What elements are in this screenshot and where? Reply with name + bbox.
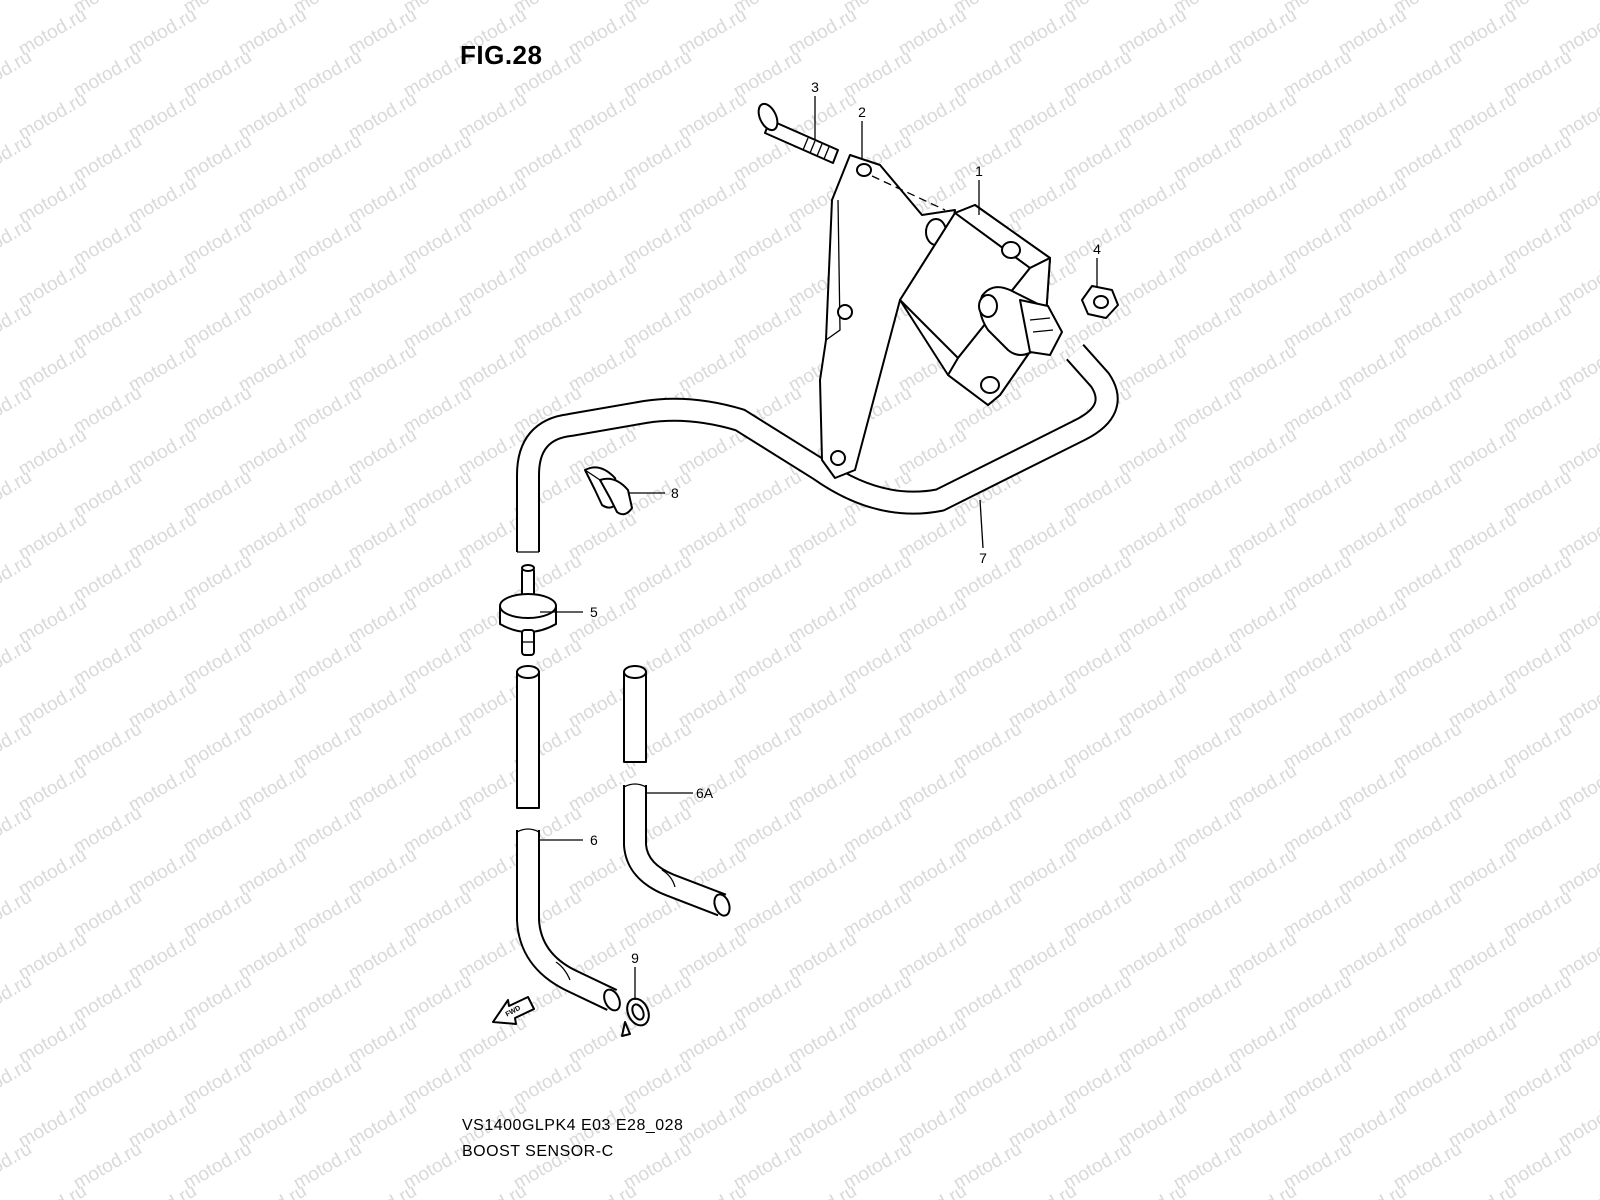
part-label-2: 2 [858, 104, 866, 120]
part-numbers: 3 2 1 4 5 6 6A 7 8 9 [590, 79, 1101, 966]
figure-title: FIG.28 [460, 40, 543, 70]
part-label-7: 7 [979, 550, 987, 566]
bracket-2 [819, 154, 956, 479]
hose-6a-lower [623, 783, 731, 917]
part-label-9: 9 [631, 950, 639, 966]
part-label-8: 8 [671, 485, 679, 501]
clip-8 [584, 466, 633, 516]
nut-4 [1081, 285, 1119, 319]
part-label-6: 6 [590, 832, 598, 848]
bolt-3 [757, 102, 839, 164]
hose-6-lower [516, 828, 621, 1012]
fwd-arrow-icon: FWD [492, 996, 535, 1025]
part-label-1: 1 [975, 163, 983, 179]
part-label-6a: 6A [696, 785, 714, 801]
part-label-3: 3 [811, 79, 819, 95]
part-label-5: 5 [590, 604, 598, 620]
part-label-4: 4 [1093, 241, 1101, 257]
hose-clamp-9 [621, 997, 650, 1037]
hose-6a-upper [623, 665, 647, 763]
fitting-5 [499, 564, 557, 656]
boost-sensor-1 [899, 204, 1063, 406]
figure-code: VS1400GLPK4 E03 E28_028 [462, 1117, 684, 1134]
figure-name: BOOST SENSOR-C [462, 1143, 614, 1160]
leader-lines [540, 96, 1098, 1000]
hose-7 [516, 344, 1119, 553]
hose-6-upper [516, 665, 540, 809]
